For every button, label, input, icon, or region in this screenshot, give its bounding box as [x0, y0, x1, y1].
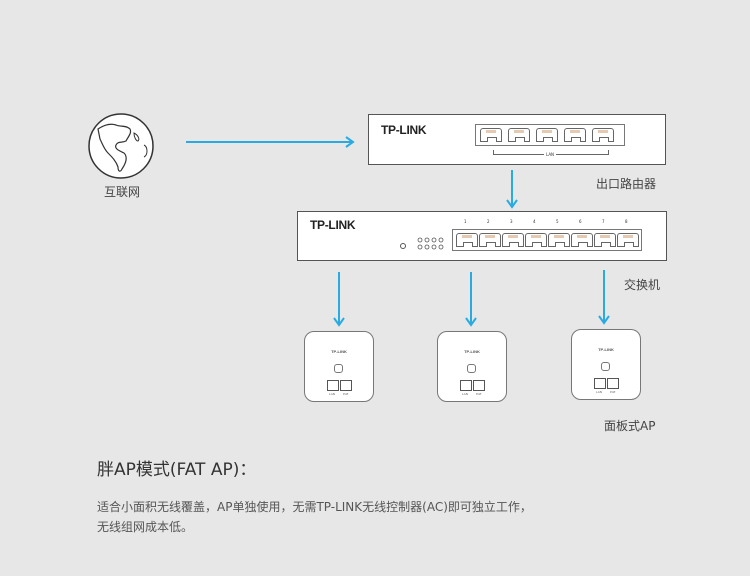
ap-port-label: LAN [462, 392, 469, 396]
switch-port [502, 233, 524, 247]
mode-heading: 胖AP模式(FAT AP)： [97, 460, 257, 480]
router-brand-logo: TP-LINK [381, 123, 427, 137]
ap-port-label: LAN [329, 392, 336, 396]
arrow-switch-to-ap-3 [598, 270, 610, 325]
ap-port-label: PoE [343, 392, 349, 396]
router-lan-port [508, 128, 530, 142]
switch-port [479, 233, 501, 247]
switch-port [594, 233, 616, 247]
ap-poe-port [340, 380, 352, 391]
arrow-switch-to-ap-2 [465, 272, 477, 327]
router-label: 出口路由器 [596, 177, 657, 191]
ap-brand-logo: TP-LINK [598, 347, 614, 352]
switch-port [617, 233, 639, 247]
ap-poe-port [607, 378, 619, 389]
description-line-2: 无线组网成本低。 [97, 520, 194, 534]
port-number: 3 [510, 219, 513, 224]
switch-status-leds [417, 236, 449, 250]
arrow-switch-to-ap-1 [333, 272, 345, 327]
router-lan-port [592, 128, 614, 142]
port-number: 8 [625, 219, 628, 224]
switch-port-numbers: 1 2 3 4 5 6 7 8 [455, 219, 645, 225]
ap-lan-port [460, 380, 472, 391]
router-lan-port [480, 128, 502, 142]
port-number: 2 [487, 219, 490, 224]
port-number: 4 [533, 219, 536, 224]
ap-label: 面板式AP [604, 419, 656, 433]
led-grid-icon [417, 237, 444, 250]
port-number: 1 [464, 219, 467, 224]
ap-reset-button-icon [601, 362, 610, 371]
router-port-panel [475, 124, 625, 146]
ap-lan-port [327, 380, 339, 391]
ap-lan-port [594, 378, 606, 389]
panel-ap-1: TP-LINK LAN PoE [304, 331, 374, 402]
description-line-1: 适合小面积无线覆盖，AP单独使用，无需TP-LINK无线控制器(AC)即可独立工… [97, 500, 532, 514]
port-number: 7 [602, 219, 605, 224]
switch-port [571, 233, 593, 247]
ap-port-label: PoE [610, 390, 616, 394]
ap-port-label: LAN [596, 390, 603, 394]
globe-icon [88, 113, 154, 179]
switch-power-led [400, 243, 406, 249]
ap-reset-button-icon [467, 364, 476, 373]
arrow-internet-to-router [186, 136, 355, 148]
ap-brand-logo: TP-LINK [331, 349, 347, 354]
switch-port [548, 233, 570, 247]
port-number: 6 [579, 219, 582, 224]
port-number: 5 [556, 219, 559, 224]
switch-brand-logo: TP-LINK [310, 218, 356, 232]
router-device: TP-LINK LAN [368, 114, 666, 165]
switch-label: 交换机 [624, 278, 661, 292]
switch-port [525, 233, 547, 247]
switch-device: TP-LINK 1 2 3 4 5 6 7 8 [297, 211, 667, 261]
router-lan-port [564, 128, 586, 142]
router-lan-label: LAN [544, 152, 557, 157]
switch-port [456, 233, 478, 247]
ap-poe-port [473, 380, 485, 391]
router-lan-port [536, 128, 558, 142]
panel-ap-3: TP-LINK LAN PoE [571, 329, 641, 400]
arrow-router-to-switch [506, 170, 518, 209]
ap-reset-button-icon [334, 364, 343, 373]
panel-ap-2: TP-LINK LAN PoE [437, 331, 507, 402]
ap-brand-logo: TP-LINK [464, 349, 480, 354]
internet-label: 互联网 [104, 185, 141, 199]
switch-port-panel [452, 229, 642, 251]
ap-port-label: PoE [476, 392, 482, 396]
